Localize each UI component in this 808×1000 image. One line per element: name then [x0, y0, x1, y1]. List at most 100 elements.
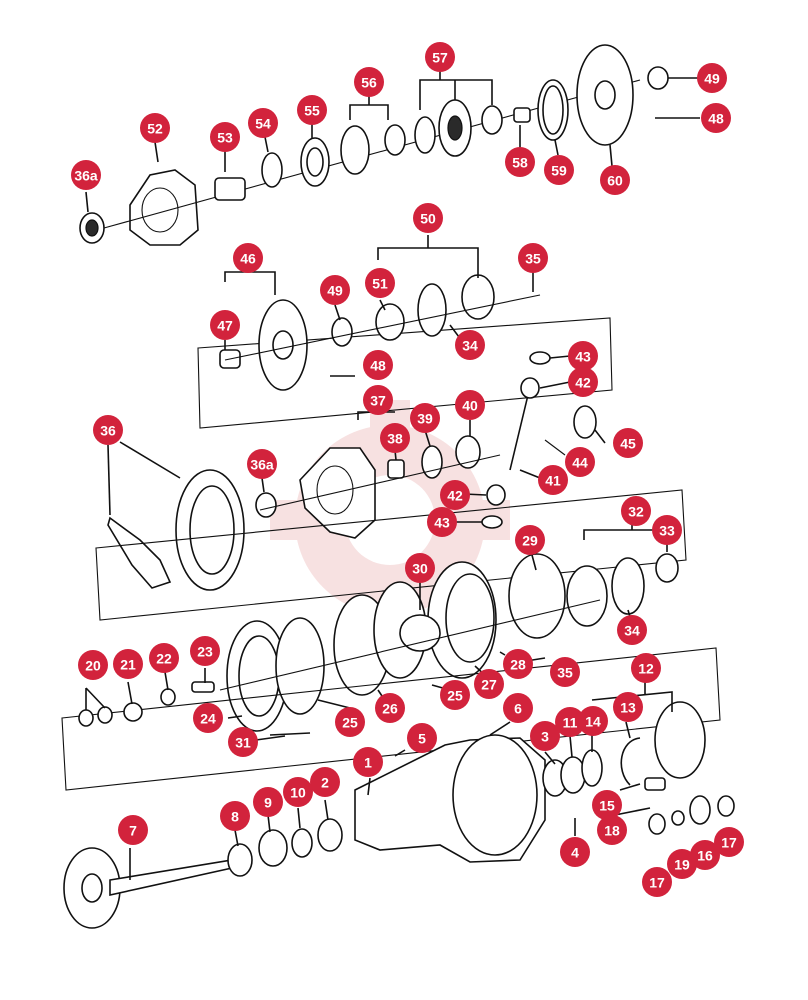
callout-badge-c51: 51 [365, 268, 395, 298]
callout-badge-c49a: 49 [697, 63, 727, 93]
callout-badge-c13: 13 [613, 692, 643, 722]
callout-circle [455, 330, 485, 360]
callout-number: 17 [649, 875, 665, 891]
callout-number: 29 [522, 533, 538, 549]
callout-badge-c17a: 17 [714, 827, 744, 857]
callout-number: 49 [327, 283, 343, 299]
callout-circle [538, 465, 568, 495]
callout-circle [283, 777, 313, 807]
callout-badge-c27: 27 [474, 669, 504, 699]
callout-badge-c55: 55 [297, 95, 327, 125]
callout-circle [621, 496, 651, 526]
callout-number: 27 [481, 677, 497, 693]
callout-badge-c14: 14 [578, 706, 608, 736]
callout-badge-c15: 15 [592, 790, 622, 820]
callout-number: 7 [129, 823, 137, 839]
callout-badge-c12: 12 [631, 653, 661, 683]
callout-circle [149, 643, 179, 673]
callout-circle [613, 692, 643, 722]
callout-circle [220, 801, 250, 831]
callout-circle [505, 147, 535, 177]
callout-number: 25 [342, 715, 358, 731]
callout-circle [697, 63, 727, 93]
callout-badge-c39: 39 [410, 403, 440, 433]
callout-number: 48 [708, 111, 724, 127]
callout-badge-c28: 28 [503, 649, 533, 679]
callout-badge-c23: 23 [190, 636, 220, 666]
callout-badge-c35b: 35 [550, 657, 580, 687]
callout-number: 1 [364, 755, 372, 771]
callout-number: 40 [462, 398, 478, 414]
row4-parts [95, 489, 687, 736]
callout-circle [248, 108, 278, 138]
callout-circle [503, 649, 533, 679]
callout-circle [375, 693, 405, 723]
callout-circle [310, 767, 340, 797]
callout-circle [380, 423, 410, 453]
callout-number: 5 [418, 731, 426, 747]
callout-number: 8 [231, 809, 239, 825]
callout-circle [578, 706, 608, 736]
callout-badge-c1: 1 [353, 747, 383, 777]
callout-circle [474, 669, 504, 699]
callout-number: 4 [571, 845, 579, 861]
callout-number: 35 [557, 665, 573, 681]
callout-circle [354, 67, 384, 97]
callout-number: 34 [462, 338, 478, 354]
callout-badge-c29: 29 [515, 525, 545, 555]
callout-badge-c4: 4 [560, 837, 590, 867]
callout-circle [631, 653, 661, 683]
callout-badge-c3: 3 [530, 721, 560, 751]
callout-number: 60 [607, 173, 623, 189]
callout-badge-c45: 45 [613, 428, 643, 458]
callout-circle [405, 553, 435, 583]
callout-number: 34 [624, 623, 640, 639]
callout-number: 9 [264, 795, 272, 811]
callout-badge-c22: 22 [149, 643, 179, 673]
callout-circle [410, 403, 440, 433]
callout-number: 56 [361, 75, 377, 91]
callout-number: 31 [235, 735, 251, 751]
callout-circle [560, 837, 590, 867]
callout-number: 51 [372, 276, 388, 292]
callout-badge-c31: 31 [228, 727, 258, 757]
callout-badge-c60: 60 [600, 165, 630, 195]
callout-circle [518, 243, 548, 273]
callout-number: 19 [674, 857, 690, 873]
callout-circle [440, 480, 470, 510]
callout-circle [617, 615, 647, 645]
callout-badge-c58: 58 [505, 147, 535, 177]
callout-badge-c48a: 48 [701, 103, 731, 133]
callout-badge-c57: 57 [425, 42, 455, 72]
callout-badge-c11: 11 [555, 707, 585, 737]
callout-badge-c20: 20 [78, 650, 108, 680]
callout-number: 24 [200, 711, 216, 727]
callout-number: 30 [412, 561, 428, 577]
callout-badge-c9: 9 [253, 787, 283, 817]
callout-number: 48 [370, 358, 386, 374]
callout-badge-c21: 21 [113, 649, 143, 679]
callout-badge-c18: 18 [597, 815, 627, 845]
callout-circle [714, 827, 744, 857]
callout-number: 49 [704, 71, 720, 87]
callout-badge-c33: 33 [652, 515, 682, 545]
callout-number: 57 [432, 50, 448, 66]
callout-circle [253, 787, 283, 817]
callout-circle [530, 721, 560, 751]
callout-number: 22 [156, 651, 172, 667]
callout-badge-c8: 8 [220, 801, 250, 831]
callout-number: 26 [382, 701, 398, 717]
callout-badge-c25a: 25 [440, 680, 470, 710]
callout-circle [228, 727, 258, 757]
callout-badge-c46: 46 [233, 243, 263, 273]
callout-circle [613, 428, 643, 458]
callout-circle [600, 165, 630, 195]
callout-badge-c48b: 48 [363, 350, 393, 380]
callout-badge-c7: 7 [118, 815, 148, 845]
callout-circle [140, 113, 170, 143]
callout-circle [592, 790, 622, 820]
callout-circle [568, 367, 598, 397]
callout-badge-c35a: 35 [518, 243, 548, 273]
callout-number: 33 [659, 523, 675, 539]
